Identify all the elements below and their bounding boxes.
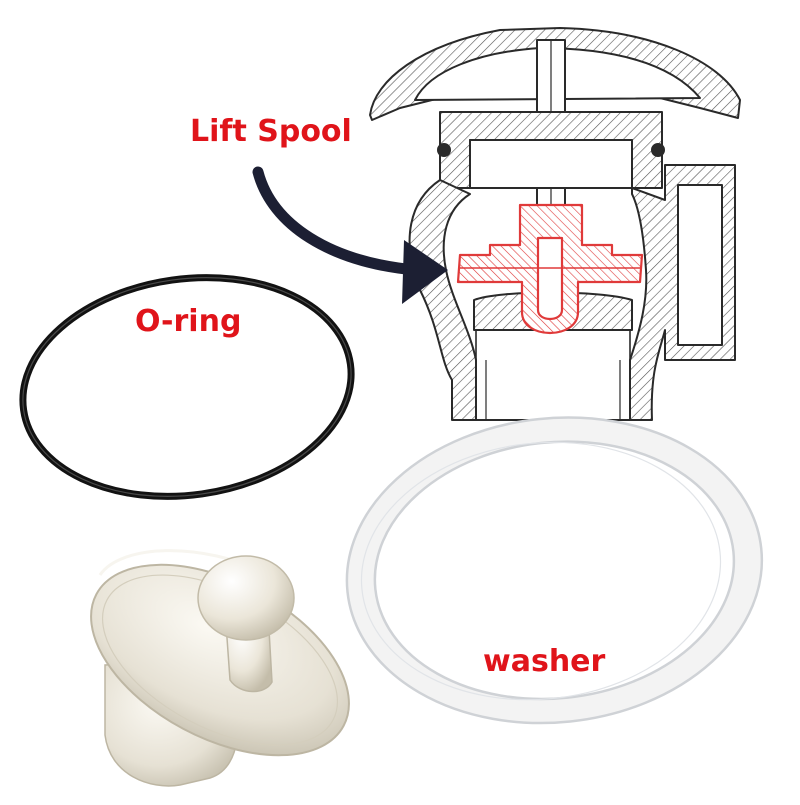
o-ring-label: O-ring bbox=[135, 304, 242, 339]
curved-arrow-icon bbox=[252, 166, 448, 304]
washer bbox=[345, 416, 764, 725]
o-ring bbox=[19, 274, 355, 500]
plug-part bbox=[90, 549, 350, 787]
lift-spool-label: Lift Spool bbox=[190, 114, 352, 149]
washer-label: washer bbox=[483, 644, 606, 679]
lift-spool-highlight bbox=[456, 203, 644, 334]
